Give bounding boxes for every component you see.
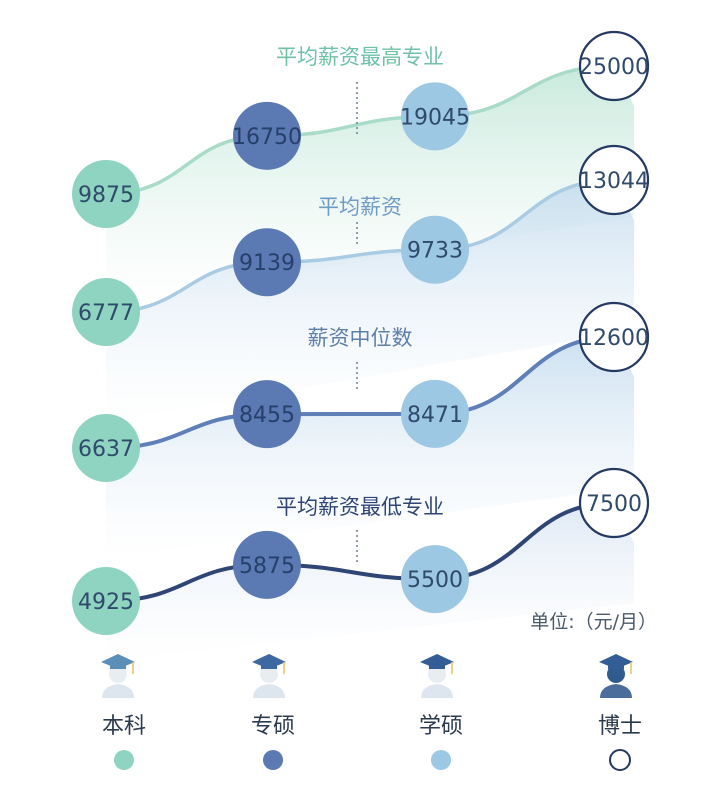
series-band-4	[106, 503, 634, 661]
data-label-3-1: 6637	[78, 437, 134, 462]
data-label-2-3: 9733	[407, 239, 463, 264]
series-title-4: 平均薪资最低专业	[276, 495, 444, 519]
point-4-3	[401, 545, 469, 614]
data-label-1-1: 9875	[78, 183, 134, 208]
point-2-4	[578, 144, 650, 216]
shading-bands	[106, 66, 634, 661]
series-band-2	[106, 180, 634, 422]
data-label-3-4: 12600	[579, 326, 649, 351]
doctor-graduate-icon	[599, 654, 633, 698]
series-lines	[105, 64, 615, 603]
academic-master-graduate-icon	[420, 654, 454, 698]
bachelor-graduate-icon	[101, 654, 135, 698]
legend-label-1: 本科	[102, 714, 146, 739]
point-1-3	[401, 82, 469, 151]
data-label-4-2: 5875	[239, 554, 295, 579]
series-title-2: 平均薪资	[318, 195, 402, 219]
point-1-1	[72, 160, 140, 228]
legend-dot-4	[609, 749, 631, 771]
legend-dot-2	[263, 750, 283, 770]
point-4-1	[72, 567, 140, 635]
data-label-1-3: 19045	[400, 105, 470, 130]
professional-master-graduate-icon	[252, 654, 286, 698]
series-line-4	[105, 501, 615, 603]
data-label-3-2: 8455	[239, 403, 295, 428]
data-label-2-1: 6777	[78, 301, 134, 326]
data-label-1-4: 25000	[579, 55, 649, 80]
legend-label-4: 博士	[598, 714, 642, 739]
point-3-1	[72, 414, 140, 482]
series-line-3	[105, 335, 615, 450]
series-title-3: 薪资中位数	[308, 326, 413, 350]
data-label-4-3: 5500	[407, 568, 463, 593]
legend: 本科 专硕 学硕 博士	[101, 654, 642, 771]
point-4-2	[233, 530, 301, 599]
point-3-4	[578, 301, 650, 373]
point-2-1	[72, 278, 140, 346]
series-line-1	[105, 64, 615, 196]
data-label-4-1: 4925	[78, 590, 134, 615]
point-3-2	[233, 380, 301, 449]
legend-dot-3	[431, 750, 451, 770]
series-band-1	[106, 66, 634, 304]
data-label-3-3: 8471	[407, 403, 463, 428]
legend-label-2: 专硕	[251, 714, 295, 739]
series-title-1: 平均薪资最高专业	[276, 45, 444, 69]
point-1-4	[578, 30, 650, 102]
legend-dot-1	[114, 750, 134, 770]
point-2-3	[401, 215, 469, 284]
data-points: 9875 16750 19045 25000 6777 9139 9733 13044 6637…	[72, 30, 650, 635]
point-2-2	[233, 228, 301, 297]
data-label-4-4: 7500	[586, 492, 642, 517]
point-1-2	[233, 101, 301, 170]
unit-label: 单位:（元/月）	[530, 611, 657, 633]
data-label-2-2: 9139	[239, 251, 295, 276]
data-label-1-2: 16750	[232, 125, 302, 150]
data-label-2-4: 13044	[579, 169, 649, 194]
point-3-3	[401, 379, 469, 448]
series-band-3	[106, 337, 634, 558]
series-line-2	[105, 178, 615, 314]
legend-label-3: 学硕	[419, 714, 463, 739]
point-4-4	[578, 467, 650, 539]
